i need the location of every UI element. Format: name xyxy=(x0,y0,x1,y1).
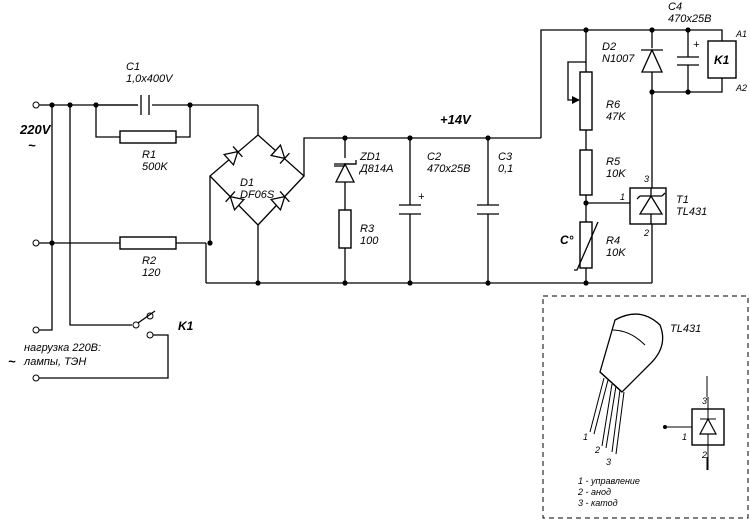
k1-coil-label: K1 xyxy=(714,53,730,67)
resistor-r3 xyxy=(338,209,352,249)
r1-ref: R1 xyxy=(142,149,156,161)
r2-ref: R2 xyxy=(142,255,156,267)
diode-d2 xyxy=(640,48,664,73)
load-label-line2: лампы, ТЭН xyxy=(23,356,86,368)
inset-symbol-pin1: 1 xyxy=(682,432,687,442)
t1-ref: T1 xyxy=(676,194,689,206)
d1-ref: D1 xyxy=(240,177,254,189)
capacitor-c4 xyxy=(677,56,699,66)
inset-legend-2: 2 - анод xyxy=(577,487,611,497)
inset-pin1-number: 1 xyxy=(583,432,588,442)
r5-ref: R5 xyxy=(606,156,621,168)
shunt-regulator-t1 xyxy=(629,187,667,225)
c4-value: 470x25В xyxy=(668,13,711,25)
zd1-ref: ZD1 xyxy=(359,151,381,163)
c1-value: 1,0x400V xyxy=(126,73,174,85)
load-ac-symbol: ~ xyxy=(8,354,16,369)
inset-pin3-number: 3 xyxy=(606,457,611,467)
d1-value: DF06S xyxy=(240,189,275,201)
t1-value: TL431 xyxy=(676,206,707,218)
zd1-value: Д814А xyxy=(358,163,393,175)
ac-symbol: ~ xyxy=(28,138,36,153)
capacitor-c1 xyxy=(96,95,152,115)
thermistor-r4 xyxy=(574,221,599,271)
resistor-r1 xyxy=(119,130,177,144)
inset-legend-3: 3 - катод xyxy=(578,498,618,508)
bridge-d1-diodes xyxy=(222,143,290,212)
c4-ref: C4 xyxy=(668,1,682,13)
inset-symbol-pin3: 3 xyxy=(702,396,707,406)
c3-ref: C3 xyxy=(498,151,513,163)
r5-value: 10K xyxy=(606,168,626,180)
tl431-pinout-inset xyxy=(542,295,749,519)
k1-a2-label: A2 xyxy=(735,83,747,93)
t1-pin-1: 1 xyxy=(620,192,625,202)
rail-voltage-label: +14V xyxy=(440,112,472,127)
c1-ref: C1 xyxy=(126,61,140,73)
inset-title: TL431 xyxy=(670,323,701,335)
junction-dots xyxy=(49,27,691,286)
relay-k1-contacts xyxy=(132,310,156,339)
r4-value: 10K xyxy=(606,247,626,259)
wires xyxy=(38,29,723,379)
relay-k1-coil xyxy=(707,40,737,79)
supply-voltage-label: 220V xyxy=(19,122,52,137)
d2-value: N1007 xyxy=(602,53,635,65)
r3-value: 100 xyxy=(360,235,379,247)
c2-value: 470x25В xyxy=(427,163,470,175)
r6-ref: R6 xyxy=(606,99,621,111)
sensor-temp-mark: C° xyxy=(560,233,574,247)
resistor-r2 xyxy=(119,236,177,250)
r2-value: 120 xyxy=(142,267,161,279)
k1-contact-label: K1 xyxy=(178,319,194,333)
zener-zd1 xyxy=(334,160,357,183)
capacitor-c3 xyxy=(477,204,499,215)
potentiometer-r6 xyxy=(572,71,593,131)
load-label-line1: нагрузка 220В: xyxy=(24,342,101,354)
r6-value: 47K xyxy=(606,111,626,123)
inset-legend-1: 1 - управление xyxy=(578,476,640,486)
r4-ref: R4 xyxy=(606,235,620,247)
inset-symbol-pin2: 2 xyxy=(701,450,707,460)
resistor-r5 xyxy=(579,149,593,196)
c2-plus-mark: + xyxy=(418,191,425,203)
t1-pin-2: 2 xyxy=(643,228,649,238)
c2-ref: C2 xyxy=(427,151,441,163)
c4-plus-mark: + xyxy=(693,39,700,51)
d2-ref: D2 xyxy=(602,41,616,53)
inset-pin2-number: 2 xyxy=(594,445,600,455)
t1-pin-3: 3 xyxy=(644,174,649,184)
c3-value: 0,1 xyxy=(498,163,513,175)
k1-a1-label: A1 xyxy=(735,29,747,39)
mains-terminals xyxy=(32,101,40,382)
r3-ref: R3 xyxy=(360,223,375,235)
r1-value: 500K xyxy=(142,161,168,173)
capacitor-c2 xyxy=(399,204,421,215)
